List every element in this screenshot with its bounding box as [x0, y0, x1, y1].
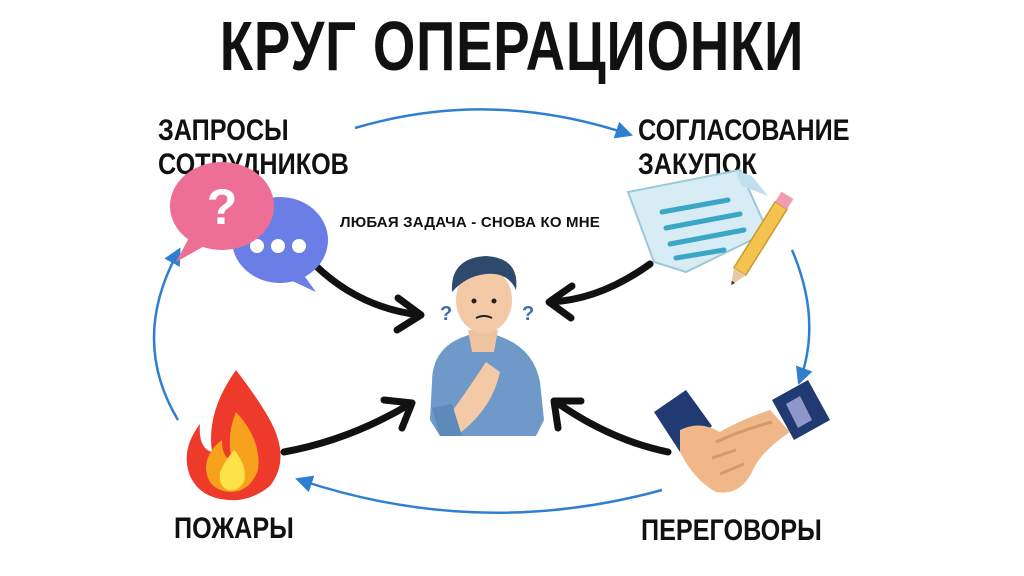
center-note: ЛЮБАЯ ЗАДАЧА - СНОВА КО МНЕ [340, 214, 600, 231]
node-label-procurement: СОГЛАСОВАНИЕ ЗАКУПОК [638, 114, 850, 182]
cycle-arrow-negotiations-to-fires [295, 475, 663, 514]
node-label-requests-line1: ЗАПРОСЫ [158, 114, 289, 147]
node-label-negotiations: ПЕРЕГОВОРЫ [641, 514, 822, 547]
center-arrow-from-procurement [545, 260, 654, 322]
speech-bubbles-icon: ? [170, 162, 328, 292]
fire-icon [186, 370, 281, 501]
center-arrows [280, 260, 672, 456]
center-arrow-from-negotiations [550, 397, 672, 456]
svg-text:?: ? [207, 179, 238, 235]
cycle-arrow-fires-to-requests [152, 247, 181, 421]
thinking-person-icon: ? ? [430, 256, 544, 436]
center-arrow-from-fires [280, 396, 416, 456]
handshake-icon [654, 380, 830, 493]
svg-text:?: ? [522, 303, 534, 325]
cycle-arrow-procurement-to-negotiations [790, 249, 813, 385]
cycle-arrows [152, 108, 813, 514]
node-label-fires: ПОЖАРЫ [174, 512, 294, 545]
node-label-requests: ЗАПРОСЫ СОТРУДНИКОВ [158, 114, 349, 182]
document-pencil-icon [626, 168, 794, 286]
node-label-procurement-line1: СОГЛАСОВАНИЕ [638, 114, 850, 147]
svg-text:?: ? [440, 303, 452, 325]
center-arrow-from-requests [312, 262, 425, 334]
page-title: КРУГ ОПЕРАЦИОНКИ [219, 7, 805, 85]
cycle-arrow-requests-to-procurement [354, 108, 633, 139]
